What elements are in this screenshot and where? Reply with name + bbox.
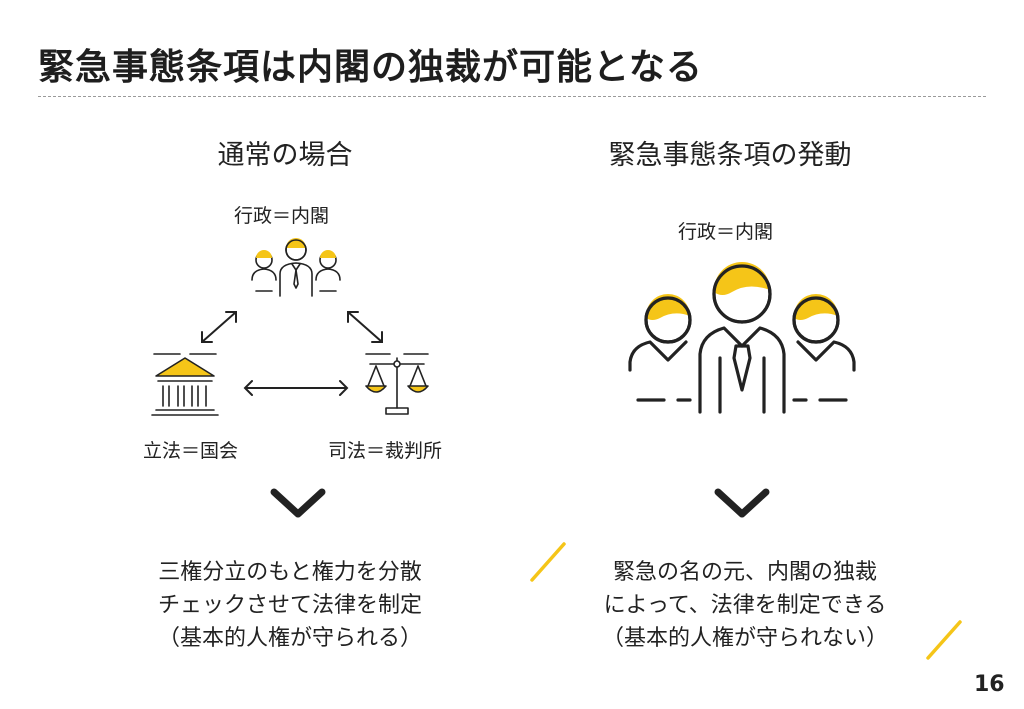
chevron-down-icon — [714, 488, 770, 518]
arrow-legislative-judicial — [243, 380, 349, 396]
right-body-line: （基本的人権が守られない） — [601, 626, 888, 651]
left-body-line: （基本的人権が守られる） — [157, 626, 422, 651]
left-heading: 通常の場合 — [217, 140, 353, 171]
title-divider — [38, 96, 986, 97]
left-body-text: 三権分立のもと権力を分散 チェックさせて法律を制定 （基本的人権が守られる） — [120, 556, 460, 655]
legislative-label: 立法＝国会 — [143, 440, 239, 462]
scales-icon — [365, 353, 429, 415]
accent-stroke — [926, 620, 962, 660]
judicial-label: 司法＝裁判所 — [328, 440, 443, 462]
right-heading: 緊急事態条項の発動 — [608, 140, 852, 171]
left-body-line: チェックさせて法律を制定 — [157, 593, 422, 618]
page-number: 16 — [974, 672, 1005, 697]
slide-title: 緊急事態条項は内閣の独裁が可能となる — [38, 47, 703, 88]
right-body-line: 緊急の名の元、内閣の独裁 — [612, 560, 877, 585]
right-body-line: によって、法律を制定できる — [603, 593, 887, 618]
people-group-icon — [251, 238, 341, 297]
parliament-building-icon — [151, 353, 219, 416]
left-executive-label: 行政＝内閣 — [234, 205, 330, 227]
right-body-text: 緊急の名の元、内閣の独裁 によって、法律を制定できる （基本的人権が守られない） — [560, 556, 930, 655]
right-executive-label: 行政＝内閣 — [678, 221, 774, 243]
accent-stroke — [530, 542, 566, 582]
arrow-executive-judicial — [347, 311, 383, 343]
chevron-down-icon — [270, 488, 326, 518]
left-body-line: 三権分立のもと権力を分散 — [158, 560, 422, 585]
people-group-icon — [628, 262, 856, 414]
arrow-executive-legislative — [201, 311, 237, 343]
